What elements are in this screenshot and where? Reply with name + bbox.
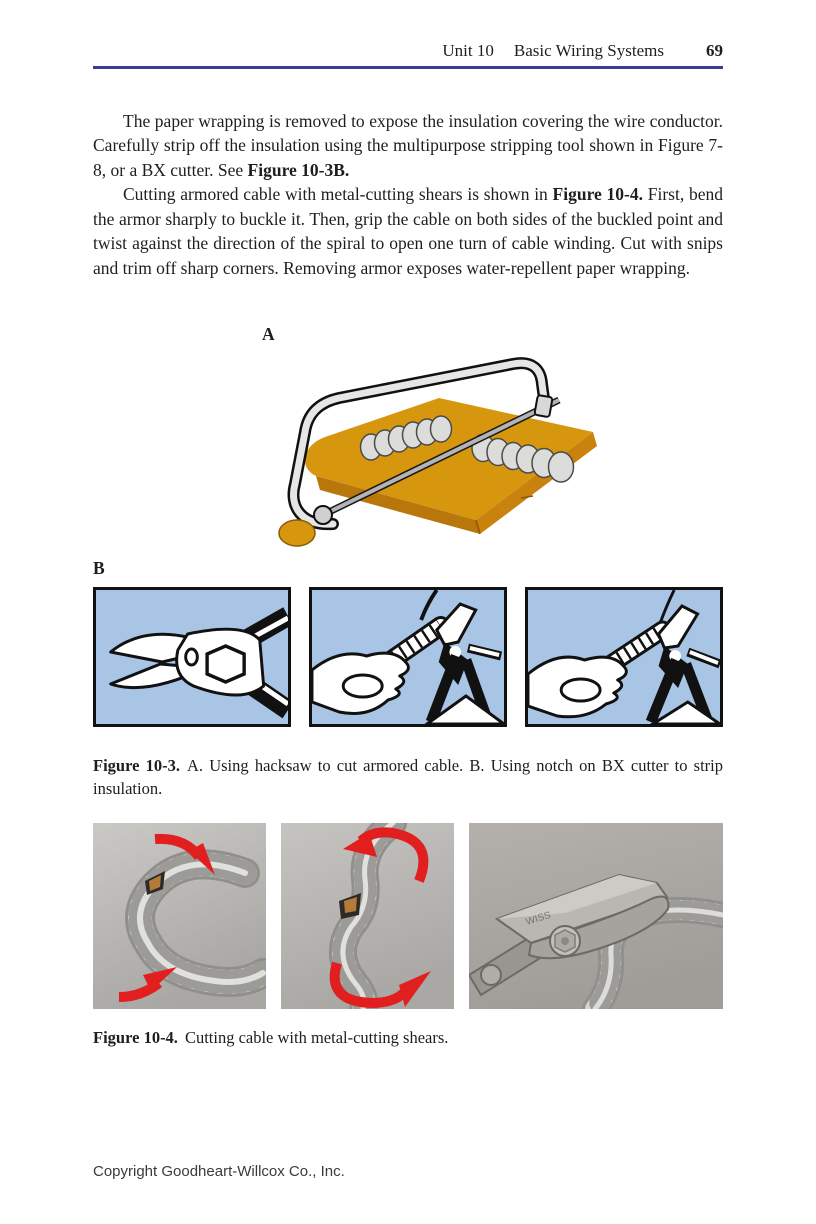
copper-conductor bbox=[344, 897, 357, 913]
paragraph-2-rest: First, bend the armor sharply to buckle … bbox=[93, 184, 723, 278]
paragraph-2-lead: Cutting armored cable with metal-cutting… bbox=[123, 184, 553, 204]
figure-10-3-caption: Figure 10-3.A. Using hacksaw to cut armo… bbox=[93, 754, 723, 800]
hex-nut bbox=[205, 644, 246, 684]
figure-10-4-caption-label: Figure 10-4. bbox=[93, 1028, 178, 1047]
twist-armor-image bbox=[281, 823, 454, 1009]
paper-wedge bbox=[424, 694, 504, 724]
figure-part-b-label: B bbox=[93, 558, 105, 578]
handle-2 bbox=[680, 661, 713, 723]
wood-board-side bbox=[316, 476, 480, 534]
cutter-beak bbox=[656, 604, 700, 650]
twist-armor-photo bbox=[281, 823, 454, 1009]
blade-clamp bbox=[533, 394, 554, 418]
figure-10-4-reference: Figure 10-4. bbox=[552, 184, 643, 204]
handle-1 bbox=[425, 653, 462, 724]
figure-part-a-label: A bbox=[262, 324, 275, 344]
bx-cutter-use-panel-2 bbox=[525, 587, 723, 727]
page-header: Unit 10 Basic Wiring Systems 69 bbox=[93, 0, 723, 69]
twisted-cable bbox=[328, 823, 407, 1009]
metal-shears: WISS bbox=[469, 873, 670, 997]
shears-cutting-photo: WISS bbox=[469, 823, 723, 1009]
armored-cable-right bbox=[471, 433, 575, 483]
paragraph-1: The paper wrapping is removed to expose … bbox=[93, 109, 723, 183]
saw-frame bbox=[287, 357, 551, 531]
handle-pivot bbox=[313, 505, 333, 525]
figure-10-3-caption-text: A. Using hacksaw to cut armored cable. B… bbox=[93, 756, 723, 798]
thumb bbox=[341, 673, 384, 699]
saw-blade bbox=[327, 396, 561, 516]
bend-armor-photo bbox=[93, 823, 266, 1009]
saw-handle bbox=[278, 519, 316, 547]
armored-cable-left bbox=[359, 415, 453, 461]
bx-cutter-head-drawing bbox=[96, 590, 288, 724]
paper-wedge bbox=[649, 700, 720, 724]
wire bbox=[419, 590, 439, 621]
header-rule bbox=[93, 66, 723, 69]
running-head: Unit 10 Basic Wiring Systems 69 bbox=[93, 40, 723, 62]
bx-cutter-use-drawing-1 bbox=[312, 590, 504, 724]
bx-cutter-use-panel-1 bbox=[309, 587, 507, 727]
figure-10-4-photos: WISS bbox=[93, 823, 723, 1009]
shears-cutting-image: WISS bbox=[469, 823, 723, 1009]
thumb bbox=[559, 677, 602, 703]
figure-10-3-part-a: A bbox=[93, 322, 723, 550]
handle-1 bbox=[645, 657, 682, 724]
buckled-cable bbox=[125, 849, 266, 997]
body-text: The paper wrapping is removed to expose … bbox=[93, 109, 723, 281]
spiral-cable bbox=[352, 620, 445, 691]
cutter-beak bbox=[434, 602, 478, 647]
wire bbox=[659, 590, 676, 623]
paragraph-1-text: The paper wrapping is removed to expose … bbox=[93, 110, 723, 180]
figure-10-4-caption-text: Cutting cable with metal-cutting shears. bbox=[184, 1028, 449, 1047]
paragraph-2: Cutting armored cable with metal-cutting… bbox=[93, 182, 723, 280]
copyright-notice: Copyright Goodheart-Willcox Co., Inc. bbox=[93, 1163, 345, 1180]
bend-arrows bbox=[118, 833, 215, 1002]
bx-cutter-head-panel bbox=[93, 587, 291, 727]
twist-arrows bbox=[329, 827, 431, 1009]
figure-10-3-part-b bbox=[93, 587, 723, 727]
figure-10-4-caption: Figure 10-4. Cutting cable with metal-cut… bbox=[93, 1026, 723, 1049]
bend-armor-image bbox=[93, 823, 266, 1009]
chapter-title: Basic Wiring Systems bbox=[513, 41, 664, 60]
hacksaw-illustration bbox=[278, 357, 597, 547]
bx-cutter-use-drawing-2 bbox=[528, 590, 720, 724]
figure-10-3b-reference: Figure 10-3B. bbox=[247, 159, 350, 180]
figure-10-3-caption-label: Figure 10-3. bbox=[93, 756, 180, 775]
copper-conductor bbox=[149, 875, 161, 891]
pivot-screw bbox=[184, 647, 199, 667]
page-number: 69 bbox=[706, 41, 723, 60]
unit-label: Unit 10 bbox=[442, 41, 494, 60]
